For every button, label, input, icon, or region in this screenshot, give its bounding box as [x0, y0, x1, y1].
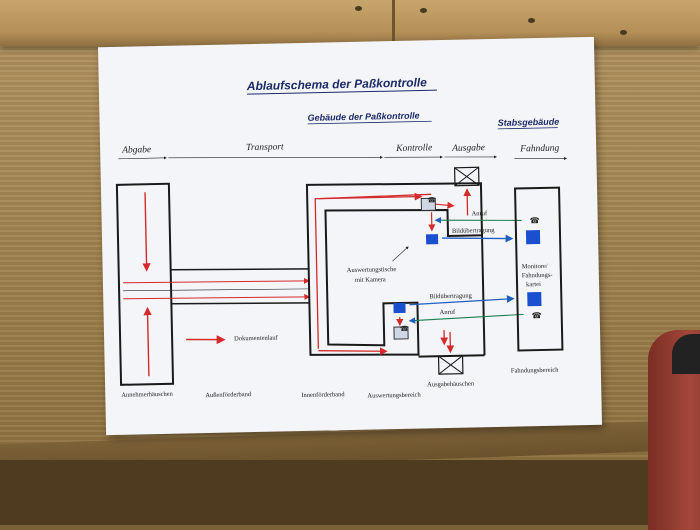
- beam-joint: [392, 0, 395, 46]
- flow-diagram: Ablaufschema der Paßkontrolle Gebäude de…: [98, 37, 602, 435]
- label-monitore-3: kartei: [526, 281, 541, 288]
- label-anruf-top: Anruf: [471, 210, 488, 217]
- bag-strap: [672, 334, 700, 374]
- nail: [355, 6, 362, 11]
- zone-dimension-lines: [118, 149, 566, 167]
- label-monitore-1: Monitore/: [522, 263, 548, 271]
- flow-arrow-up: [147, 308, 148, 376]
- legend-dokumentenlauf: Dokumentenlauf: [234, 335, 279, 343]
- outer-conveyor: [123, 267, 310, 307]
- monitor-fahndung-bottom: [527, 292, 541, 306]
- label-bild-top: Bildübertragung: [452, 227, 495, 235]
- anruf-line-bottom: [410, 314, 524, 320]
- area-auswertung: Auswertungsbereich: [367, 392, 421, 400]
- area-ausgabe: Ausgabehäuschen: [427, 380, 475, 388]
- nail: [620, 30, 627, 35]
- monitor-fahndung-top: [526, 230, 540, 244]
- subtitle-right: Stabsgebäude: [498, 117, 560, 128]
- label-monitore-2: Fahndungs-: [522, 272, 553, 280]
- flow-arrow-down: [145, 192, 147, 270]
- monitor-top: [426, 234, 438, 244]
- area-fahndung: Fahndungsbereich: [511, 367, 560, 375]
- zone-fahndung: Fahndung: [519, 144, 560, 155]
- area-innenfoerderband: Innenförderband: [301, 391, 345, 399]
- building-wall: [482, 235, 485, 355]
- zone-abgabe: Abgabe: [121, 145, 151, 156]
- bild-line-top: [442, 237, 512, 240]
- phone-icon: ☎: [530, 216, 540, 225]
- legend-arrow: [186, 339, 224, 341]
- label-auswertung-1: Auswertungstische: [347, 266, 397, 274]
- info-poster: Ablaufschema der Paßkontrolle Gebäude de…: [98, 37, 602, 435]
- zone-transport: Transport: [246, 142, 284, 153]
- zone-kontrolle: Kontrolle: [395, 143, 432, 154]
- phone-icon: ☎: [400, 325, 409, 333]
- label-auswertung-2: mit Kamera: [355, 276, 386, 284]
- area-aussenfoerderband: Außenförderband: [205, 391, 252, 399]
- phone-icon: ☎: [427, 196, 436, 204]
- subtitle-left: Gebäude der Paßkontrolle: [307, 111, 419, 123]
- floor-shadow: [0, 460, 700, 525]
- nail: [528, 18, 535, 23]
- label-bild-bottom: Bildübertragung: [429, 292, 472, 300]
- subtitle-right-underline: [498, 128, 558, 129]
- label-anruf-bottom: Anruf: [440, 309, 457, 316]
- nail: [420, 8, 427, 13]
- zone-ausgabe: Ausgabe: [451, 143, 485, 154]
- area-annehmer: Annehmerhäuschen: [121, 391, 174, 399]
- monitor-bottom: [393, 303, 405, 313]
- wooden-beam: [0, 0, 700, 46]
- phone-icon: ☎: [532, 311, 542, 320]
